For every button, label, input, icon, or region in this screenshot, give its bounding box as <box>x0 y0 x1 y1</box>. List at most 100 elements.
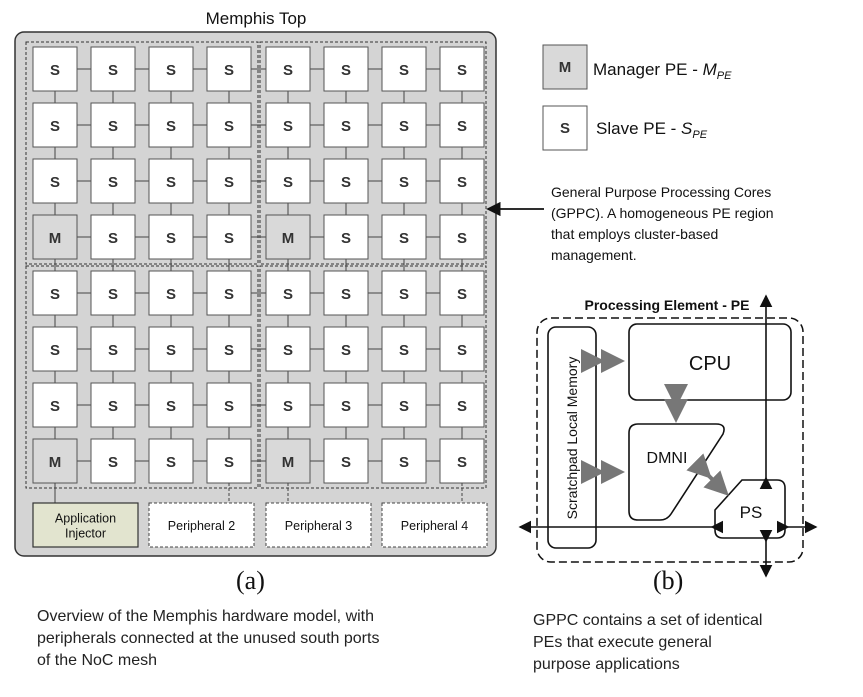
pe-cell-label: S <box>283 174 293 191</box>
pe-boundary <box>536 317 804 563</box>
figure-b-sublabel: (b) <box>653 566 684 595</box>
pe-cell-label: S <box>224 286 234 303</box>
cluster-region-bottom-right <box>259 265 487 489</box>
slave-pe-cell <box>90 438 136 484</box>
cpu-block <box>628 323 792 401</box>
pe-cell-label: S <box>457 286 467 303</box>
slave-pe-cell <box>90 326 136 372</box>
pe-cell-label: S <box>399 118 409 135</box>
slave-pe-cell <box>265 382 311 428</box>
slave-pe-cell <box>206 102 252 148</box>
slave-pe-cell <box>439 46 485 92</box>
pe-title: Processing Element - PE <box>585 297 750 313</box>
slave-pe-cell <box>32 270 78 316</box>
slave-pe-cell <box>439 382 485 428</box>
gppc-note-line: that employs cluster-based <box>551 226 718 242</box>
scratchpad-memory-label: Scratchpad Local Memory <box>564 357 580 520</box>
pe-cell-label: M <box>282 230 295 247</box>
pe-cell-label: S <box>224 454 234 471</box>
pe-cell-label: S <box>108 398 118 415</box>
peripheral-box <box>148 502 255 548</box>
legend-slave-swatch <box>542 105 588 151</box>
pe-cell-label: S <box>50 118 60 135</box>
pe-cell-label: S <box>166 286 176 303</box>
peripheral-label: Injector <box>65 527 106 541</box>
internal-buses <box>581 349 729 496</box>
slave-pe-cell <box>148 438 194 484</box>
pe-cell-label: S <box>457 62 467 79</box>
peripheral-label: Peripheral 4 <box>401 519 468 533</box>
legend-slave-label: Slave PE - SPE <box>596 119 708 141</box>
slave-pe-cell <box>32 158 78 204</box>
dmni-ps-bus <box>686 453 729 496</box>
peripheral-label: Peripheral 3 <box>285 519 352 533</box>
pe-cell-label: S <box>457 118 467 135</box>
slave-pe-cell <box>148 326 194 372</box>
slave-pe-cell <box>439 270 485 316</box>
pe-cell-label: S <box>224 118 234 135</box>
pe-cell-label: S <box>224 174 234 191</box>
slave-pe-cell <box>206 438 252 484</box>
cluster-region-top-left <box>25 41 259 265</box>
slave-pe-cell <box>381 326 427 372</box>
slave-pe-cell <box>148 102 194 148</box>
pe-cell-label: S <box>283 62 293 79</box>
slave-pe-cell <box>265 270 311 316</box>
peripheral-box <box>381 502 488 548</box>
scratchpad-memory-block <box>547 326 597 549</box>
caption-line: purpose applications <box>533 656 680 673</box>
pe-cell-label: S <box>341 62 351 79</box>
pe-cell-label: M <box>49 454 62 471</box>
slave-pe-cell <box>148 382 194 428</box>
slave-pe-cell <box>206 214 252 260</box>
slave-pe-cell <box>323 326 369 372</box>
cluster-region-top-right <box>259 41 487 265</box>
application-injector-box <box>32 502 139 548</box>
pe-cell-label: S <box>341 454 351 471</box>
pe-cell-label: S <box>399 174 409 191</box>
slave-pe-cell <box>439 438 485 484</box>
slave-pe-cell <box>90 270 136 316</box>
slave-pe-cell <box>323 382 369 428</box>
pe-cell-label: S <box>283 342 293 359</box>
slave-pe-cell <box>32 102 78 148</box>
slave-pe-cell <box>323 158 369 204</box>
slave-pe-cell <box>206 326 252 372</box>
manager-pe-cell <box>32 438 78 484</box>
figure-b-caption: GPPC contains a set of identical PEs tha… <box>533 610 833 676</box>
pe-cell-label: S <box>166 398 176 415</box>
legend-manager-swatch <box>542 44 588 90</box>
ps-label: PS <box>740 503 763 522</box>
pe-cell-label: S <box>108 118 118 135</box>
pe-cell-label: S <box>341 174 351 191</box>
gppc-note-line: (GPPC). A homogeneous PE region <box>551 205 774 221</box>
peripheral-label: Peripheral 2 <box>168 519 235 533</box>
slave-pe-cell <box>148 46 194 92</box>
slave-pe-cell <box>32 382 78 428</box>
pe-cell-label: S <box>166 454 176 471</box>
pe-cell-label: S <box>283 398 293 415</box>
cpu-label: CPU <box>689 353 731 375</box>
pe-cell-label: S <box>283 118 293 135</box>
pe-cell-label: S <box>457 174 467 191</box>
slave-pe-cell <box>381 158 427 204</box>
peripheral-box <box>265 502 372 548</box>
cluster-region-bottom-left <box>25 265 259 489</box>
pe-cell-label: S <box>224 230 234 247</box>
slave-pe-cell <box>381 438 427 484</box>
dmni-label: DMNI <box>647 450 688 467</box>
slave-pe-cell <box>206 270 252 316</box>
slave-pe-cell <box>381 46 427 92</box>
pe-cell-label: S <box>166 62 176 79</box>
slave-pe-cell <box>265 158 311 204</box>
slave-pe-cell <box>381 382 427 428</box>
slave-pe-cell <box>265 46 311 92</box>
pe-cell-label: S <box>108 342 118 359</box>
pe-cell-label: M <box>49 230 62 247</box>
ps-external-ports <box>518 294 818 578</box>
noc-links <box>54 68 463 462</box>
pe-cell-label: S <box>457 230 467 247</box>
